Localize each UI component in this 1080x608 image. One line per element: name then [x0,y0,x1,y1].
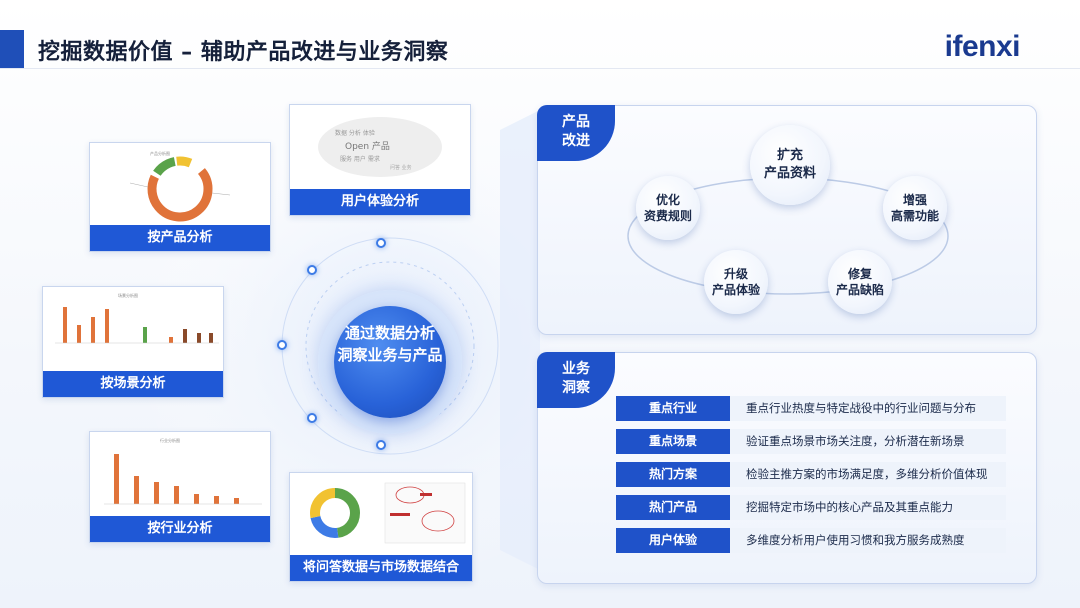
insight-key: 重点行业 [616,396,730,421]
bubble-line1: 修复 [847,267,872,281]
bubble-line2: 产品资料 [763,166,816,181]
bubble-line2: 资费规则 [643,209,692,223]
insight-value: 挖掘特定市场中的核心产品及其重点能力 [730,495,1006,520]
orbit-dot [376,440,386,450]
svg-text:服务 用户 需求: 服务 用户 需求 [340,155,380,163]
card-product-analysis[interactable]: 产品分析图 按产品分析 [89,142,271,252]
insight-key: 热门方案 [616,462,730,487]
scenario-analysis-thumbnail: 场景分析图 [43,287,223,371]
insight-row: 热门方案 检验主推方案的市场满足度，多维分析价值体现 [616,462,1006,487]
tag-line1: 产品 [562,114,590,130]
insight-value: 检验主推方案的市场满足度，多维分析价值体现 [730,462,1006,487]
industry-analysis-thumbnail: 行业分析图 [90,432,270,516]
orbit-dot [376,238,386,248]
bubble-upgrade-experience: 升级产品体验 [704,250,768,314]
orbit-dot [277,340,287,350]
tag-line1: 业务 [562,361,590,377]
combined-chart-thumbnail [310,482,466,544]
bubble-line1: 增强 [902,193,927,207]
product-improvement-panel: 产品 改进 扩充产品资料 优化资费规则 增强高需功能 升级产品体验 修复产品缺陷 [537,105,1037,335]
insight-row: 用户体验 多维度分析用户使用习惯和我方服务成熟度 [616,528,1006,553]
hub-core [334,306,446,418]
svg-text:Open 产品: Open 产品 [345,140,390,152]
hub-text: 通过数据分析 洞察业务与产品 [325,322,455,366]
svg-text:行业分析图: 行业分析图 [160,437,180,443]
bubble-optimize-pricing: 优化资费规则 [636,176,700,240]
tag-line2: 改进 [562,133,590,149]
svg-text:问答 业务: 问答 业务 [390,164,412,171]
donut-chart-thumbnail: 产品分析图 [129,150,231,222]
orbit-dot [307,265,317,275]
insight-value: 多维度分析用户使用习惯和我方服务成熟度 [730,528,1006,553]
bubble-line2: 产品缺陷 [835,283,884,297]
orbit-dot [307,413,317,423]
svg-text:数据 分析 体验: 数据 分析 体验 [335,129,375,137]
bubble-expand-product-docs: 扩充产品资料 [750,125,830,205]
industry-bar-chart-thumbnail: 行业分析图 [104,437,262,505]
word-cloud-thumbnail: 数据 分析 体验 Open 产品 服务 用户 需求 问答 业务 [318,117,442,177]
svg-text:场景分析图: 场景分析图 [118,292,138,298]
header-accent-bar [0,30,24,68]
hub-text-line2: 洞察业务与产品 [337,346,443,364]
card-scenario-analysis[interactable]: 场景分析图 按场景分析 [42,286,224,398]
bar-chart-thumbnail: 场景分析图 [55,292,219,344]
product-analysis-thumbnail: 产品分析图 [90,143,270,225]
card-industry-analysis[interactable]: 行业分析图 按行业分析 [89,431,271,543]
logo-text: ifenxi [944,30,1021,63]
bubble-line2: 产品体验 [711,283,760,297]
bubble-line2: 高需功能 [890,209,939,223]
insight-row: 热门产品 挖掘特定市场中的核心产品及其重点能力 [616,495,1006,520]
brand-logo: ifenxi [944,30,1021,64]
header-divider [0,68,1080,69]
hub-text-line1: 通过数据分析 [344,324,435,342]
combine-data-thumbnail [290,473,472,555]
scenario-analysis-label: 按场景分析 [43,371,223,397]
tag-line2: 洞察 [562,380,590,396]
svg-text:产品分析图: 产品分析图 [150,150,170,156]
insight-key: 重点场景 [616,429,730,454]
bubble-line1: 扩充 [776,148,803,163]
card-combine-data[interactable]: 将问答数据与市场数据结合 [289,472,473,582]
bubble-line1: 升级 [723,267,748,281]
combine-data-label: 将问答数据与市场数据结合 [290,555,472,581]
bubble-enhance-features: 增强高需功能 [883,176,947,240]
insight-value: 验证重点场景市场关注度，分析潜在新场景 [730,429,1006,454]
insight-row: 重点行业 重点行业热度与特定战役中的行业问题与分布 [616,396,1006,421]
card-user-experience-analysis[interactable]: 数据 分析 体验 Open 产品 服务 用户 需求 问答 业务 用户体验分析 [289,104,471,216]
insight-key: 用户体验 [616,528,730,553]
user-experience-label: 用户体验分析 [290,189,470,215]
insight-row: 重点场景 验证重点场景市场关注度，分析潜在新场景 [616,429,1006,454]
insight-key: 热门产品 [616,495,730,520]
insight-value: 重点行业热度与特定战役中的行业问题与分布 [730,396,1006,421]
industry-analysis-label: 按行业分析 [90,516,270,542]
product-analysis-label: 按产品分析 [90,225,270,251]
page-title: 挖掘数据价值 – 辅助产品改进与业务洞察 [38,40,449,65]
bubble-fix-defects: 修复产品缺陷 [828,250,892,314]
bubble-line1: 优化 [655,193,680,207]
business-insight-tag: 业务 洞察 [537,352,615,408]
user-experience-thumbnail: 数据 分析 体验 Open 产品 服务 用户 需求 问答 业务 [290,105,470,189]
